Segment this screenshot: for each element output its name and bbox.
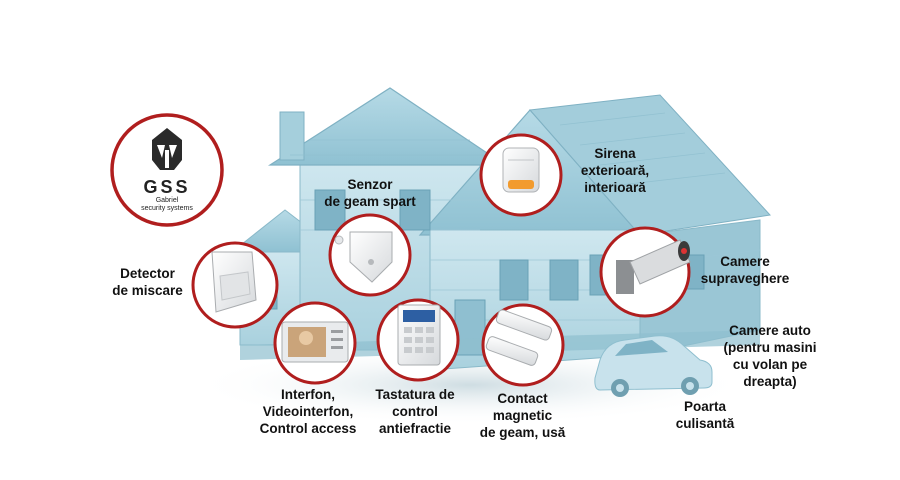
label-intercom: Interfon, Videointerfon, Control access: [259, 387, 357, 436]
magnetic-contact-icon: [485, 309, 553, 366]
helmet-logo-icon: [152, 128, 182, 170]
motion-ring: [191, 241, 279, 329]
car-icon: [594, 335, 713, 397]
logo-brand: GSS: [143, 177, 191, 197]
label-keypad: Tastatura de control antiefractie: [375, 387, 455, 436]
contact-ring: [481, 303, 565, 387]
label-motion-detector: Detector de miscare: [112, 266, 183, 298]
motion-detector-icon: [211, 251, 257, 313]
logo-badge: [110, 113, 224, 227]
siren-icon: [502, 147, 540, 193]
keypad-ring: [376, 298, 460, 382]
video-intercom-icon: [281, 321, 349, 363]
camera-ring: [599, 226, 691, 318]
label-magnetic-contact: Contact magnetic de geam, usă: [479, 391, 566, 440]
label-sliding-gate: Poarta culisantă: [675, 399, 735, 431]
label-car-cameras: Camere auto (pentru masini cu volan pe d…: [723, 323, 817, 389]
siren-ring: [479, 133, 563, 217]
glass-break-sensor-icon: [334, 231, 393, 283]
label-glass-sensor: Senzor de geam spart: [324, 177, 416, 209]
logo-line-2: security systems: [141, 205, 193, 212]
alarm-keypad-icon: [397, 304, 441, 366]
label-cctv: Camere supraveghere: [700, 254, 790, 286]
intercom-ring: [273, 301, 357, 385]
glass-sensor-ring: [328, 213, 412, 297]
cctv-camera-icon: [616, 239, 691, 294]
label-siren: Sirena exterioară, interioară: [580, 146, 650, 195]
logo-line-1: Gabriel: [155, 197, 179, 204]
